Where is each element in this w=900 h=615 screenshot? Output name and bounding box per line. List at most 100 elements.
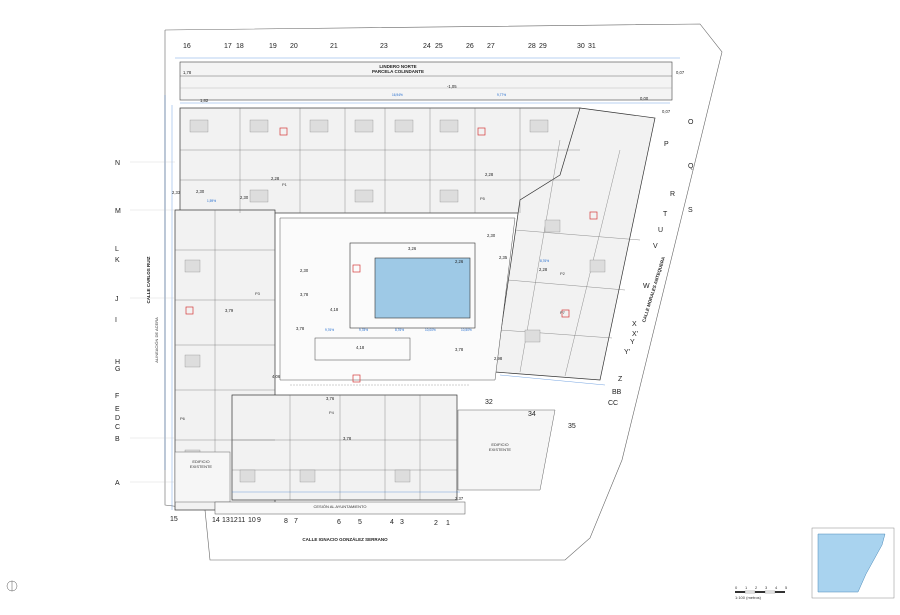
svg-text:E: E: [115, 406, 120, 413]
svg-text:16,94%: 16,94%: [392, 93, 403, 97]
svg-text:3,26: 3,26: [408, 246, 417, 251]
svg-text:2,35: 2,35: [499, 255, 508, 260]
cession-strip: [214, 501, 466, 515]
svg-text:D: D: [115, 415, 120, 422]
swimming-pool: [374, 257, 471, 319]
svg-text:1:100 (metros): 1:100 (metros): [735, 595, 762, 600]
svg-text:2,30: 2,30: [487, 233, 496, 238]
svg-text:29: 29: [539, 43, 547, 50]
svg-text:EDIFICIO: EDIFICIO: [192, 459, 209, 464]
svg-text:2,28: 2,28: [539, 267, 548, 272]
svg-text:28: 28: [528, 43, 536, 50]
grid-labels-left: N M L K J I H G F E D C B A: [115, 160, 121, 487]
svg-text:5: 5: [358, 519, 362, 526]
svg-text:32: 32: [485, 399, 493, 406]
grid-labels-top: 16 17 18 19 20 21 23 24 25 26 27 28 29 3…: [183, 43, 596, 50]
svg-text:3,76: 3,76: [326, 396, 335, 401]
svg-text:N: N: [115, 160, 120, 167]
svg-text:3,78: 3,78: [300, 292, 309, 297]
svg-text:9: 9: [257, 517, 261, 524]
svg-text:2,30: 2,30: [300, 268, 309, 273]
svg-text:P6: P6: [180, 416, 186, 421]
svg-text:11: 11: [238, 517, 245, 524]
level-annotations: 1,78 1,82 -1,05 0,07 0,07 0,00 2,33 2,30…: [172, 70, 685, 501]
north-strip: [179, 61, 673, 101]
svg-text:C: C: [115, 424, 120, 431]
svg-text:Q: Q: [688, 163, 694, 170]
svg-text:1,78: 1,78: [183, 70, 192, 75]
svg-text:19: 19: [269, 43, 277, 50]
svg-text:24: 24: [423, 43, 431, 50]
svg-text:2,30: 2,30: [240, 195, 249, 200]
svg-text:4,06: 4,06: [272, 374, 281, 379]
svg-text:Y: Y: [630, 339, 635, 346]
svg-text:4,18: 4,18: [330, 307, 339, 312]
svg-text:O: O: [688, 119, 694, 126]
svg-text:V: V: [653, 243, 658, 250]
svg-text:3,79: 3,79: [225, 308, 234, 313]
existing-buildings: [174, 409, 556, 503]
svg-text:3,78: 3,78: [296, 326, 305, 331]
slope-annotations: 16,94% 9,77% 1,59% 8,76% 10,00% 10,50% 8…: [207, 93, 549, 332]
svg-text:CC: CC: [608, 400, 618, 407]
svg-text:30: 30: [577, 43, 585, 50]
grid-labels-interior: 32 34 35: [485, 399, 576, 430]
svg-text:35: 35: [568, 423, 576, 430]
existing-building-labels: EDIFICIO EXISTENTE EDIFICIO EXISTENTE: [190, 442, 512, 469]
grid-labels-right: O P Q R S T U V W X X' Y Y' Z BB CC: [608, 119, 694, 407]
svg-text:9,76%: 9,76%: [325, 328, 334, 332]
svg-text:1,82: 1,82: [200, 98, 209, 103]
svg-text:3: 3: [765, 585, 768, 590]
svg-text:2,33: 2,33: [172, 190, 181, 195]
svg-text:13: 13: [222, 517, 230, 524]
svg-text:F: F: [115, 393, 119, 400]
svg-text:2,28: 2,28: [485, 172, 494, 177]
scale-bar: 0 1 2 3 4 5 1:100 (metros): [735, 585, 788, 600]
svg-text:4: 4: [390, 519, 394, 526]
svg-text:23: 23: [380, 43, 388, 50]
svg-text:X': X': [632, 331, 638, 338]
svg-text:1,59%: 1,59%: [207, 199, 216, 203]
svg-text:8: 8: [284, 518, 288, 525]
svg-text:U: U: [658, 227, 663, 234]
svg-text:2: 2: [434, 520, 438, 527]
svg-text:6: 6: [337, 519, 341, 526]
svg-text:8,76%: 8,76%: [395, 328, 404, 332]
svg-text:S: S: [688, 207, 693, 214]
building-blocks: [174, 107, 656, 511]
svg-text:CESIÓN AL AYUNTAMIENTO: CESIÓN AL AYUNTAMIENTO: [314, 504, 367, 509]
svg-text:31: 31: [588, 43, 596, 50]
svg-text:2,98: 2,98: [494, 356, 503, 361]
svg-text:P1: P1: [282, 182, 288, 187]
svg-text:P4: P4: [329, 410, 335, 415]
svg-text:2,26: 2,26: [455, 259, 464, 264]
svg-text:9,77%: 9,77%: [497, 93, 506, 97]
svg-text:G: G: [115, 366, 120, 373]
svg-text:PARCELA COLINDANTE: PARCELA COLINDANTE: [372, 69, 424, 74]
svg-text:0: 0: [735, 585, 738, 590]
north-arrow-icon: [6, 580, 18, 592]
svg-text:P7: P7: [560, 310, 566, 315]
svg-text:10: 10: [248, 517, 256, 524]
svg-text:12: 12: [230, 517, 238, 524]
svg-text:4,18: 4,18: [356, 345, 365, 350]
svg-text:34: 34: [528, 411, 536, 418]
stair-labels: P1 P2 P3 P4 P5 P6 P7: [180, 182, 566, 421]
svg-text:2,37: 2,37: [455, 496, 464, 501]
svg-text:20: 20: [290, 43, 298, 50]
svg-text:P2: P2: [560, 271, 566, 276]
svg-text:CALLE IGNACIO GONZÁLEZ SERRANO: CALLE IGNACIO GONZÁLEZ SERRANO: [302, 536, 388, 542]
svg-text:P5: P5: [480, 196, 486, 201]
svg-text:21: 21: [330, 43, 338, 50]
svg-text:0,07: 0,07: [662, 109, 671, 114]
svg-text:B: B: [115, 436, 120, 443]
svg-text:LINDERO NORTE: LINDERO NORTE: [379, 64, 416, 69]
svg-text:H: H: [115, 359, 120, 366]
svg-text:X: X: [632, 321, 637, 328]
svg-text:BB: BB: [612, 389, 622, 396]
svg-text:R: R: [670, 191, 675, 198]
svg-text:I: I: [115, 317, 117, 324]
svg-text:18: 18: [236, 43, 244, 50]
svg-text:3: 3: [400, 519, 404, 526]
svg-text:26: 26: [466, 43, 474, 50]
